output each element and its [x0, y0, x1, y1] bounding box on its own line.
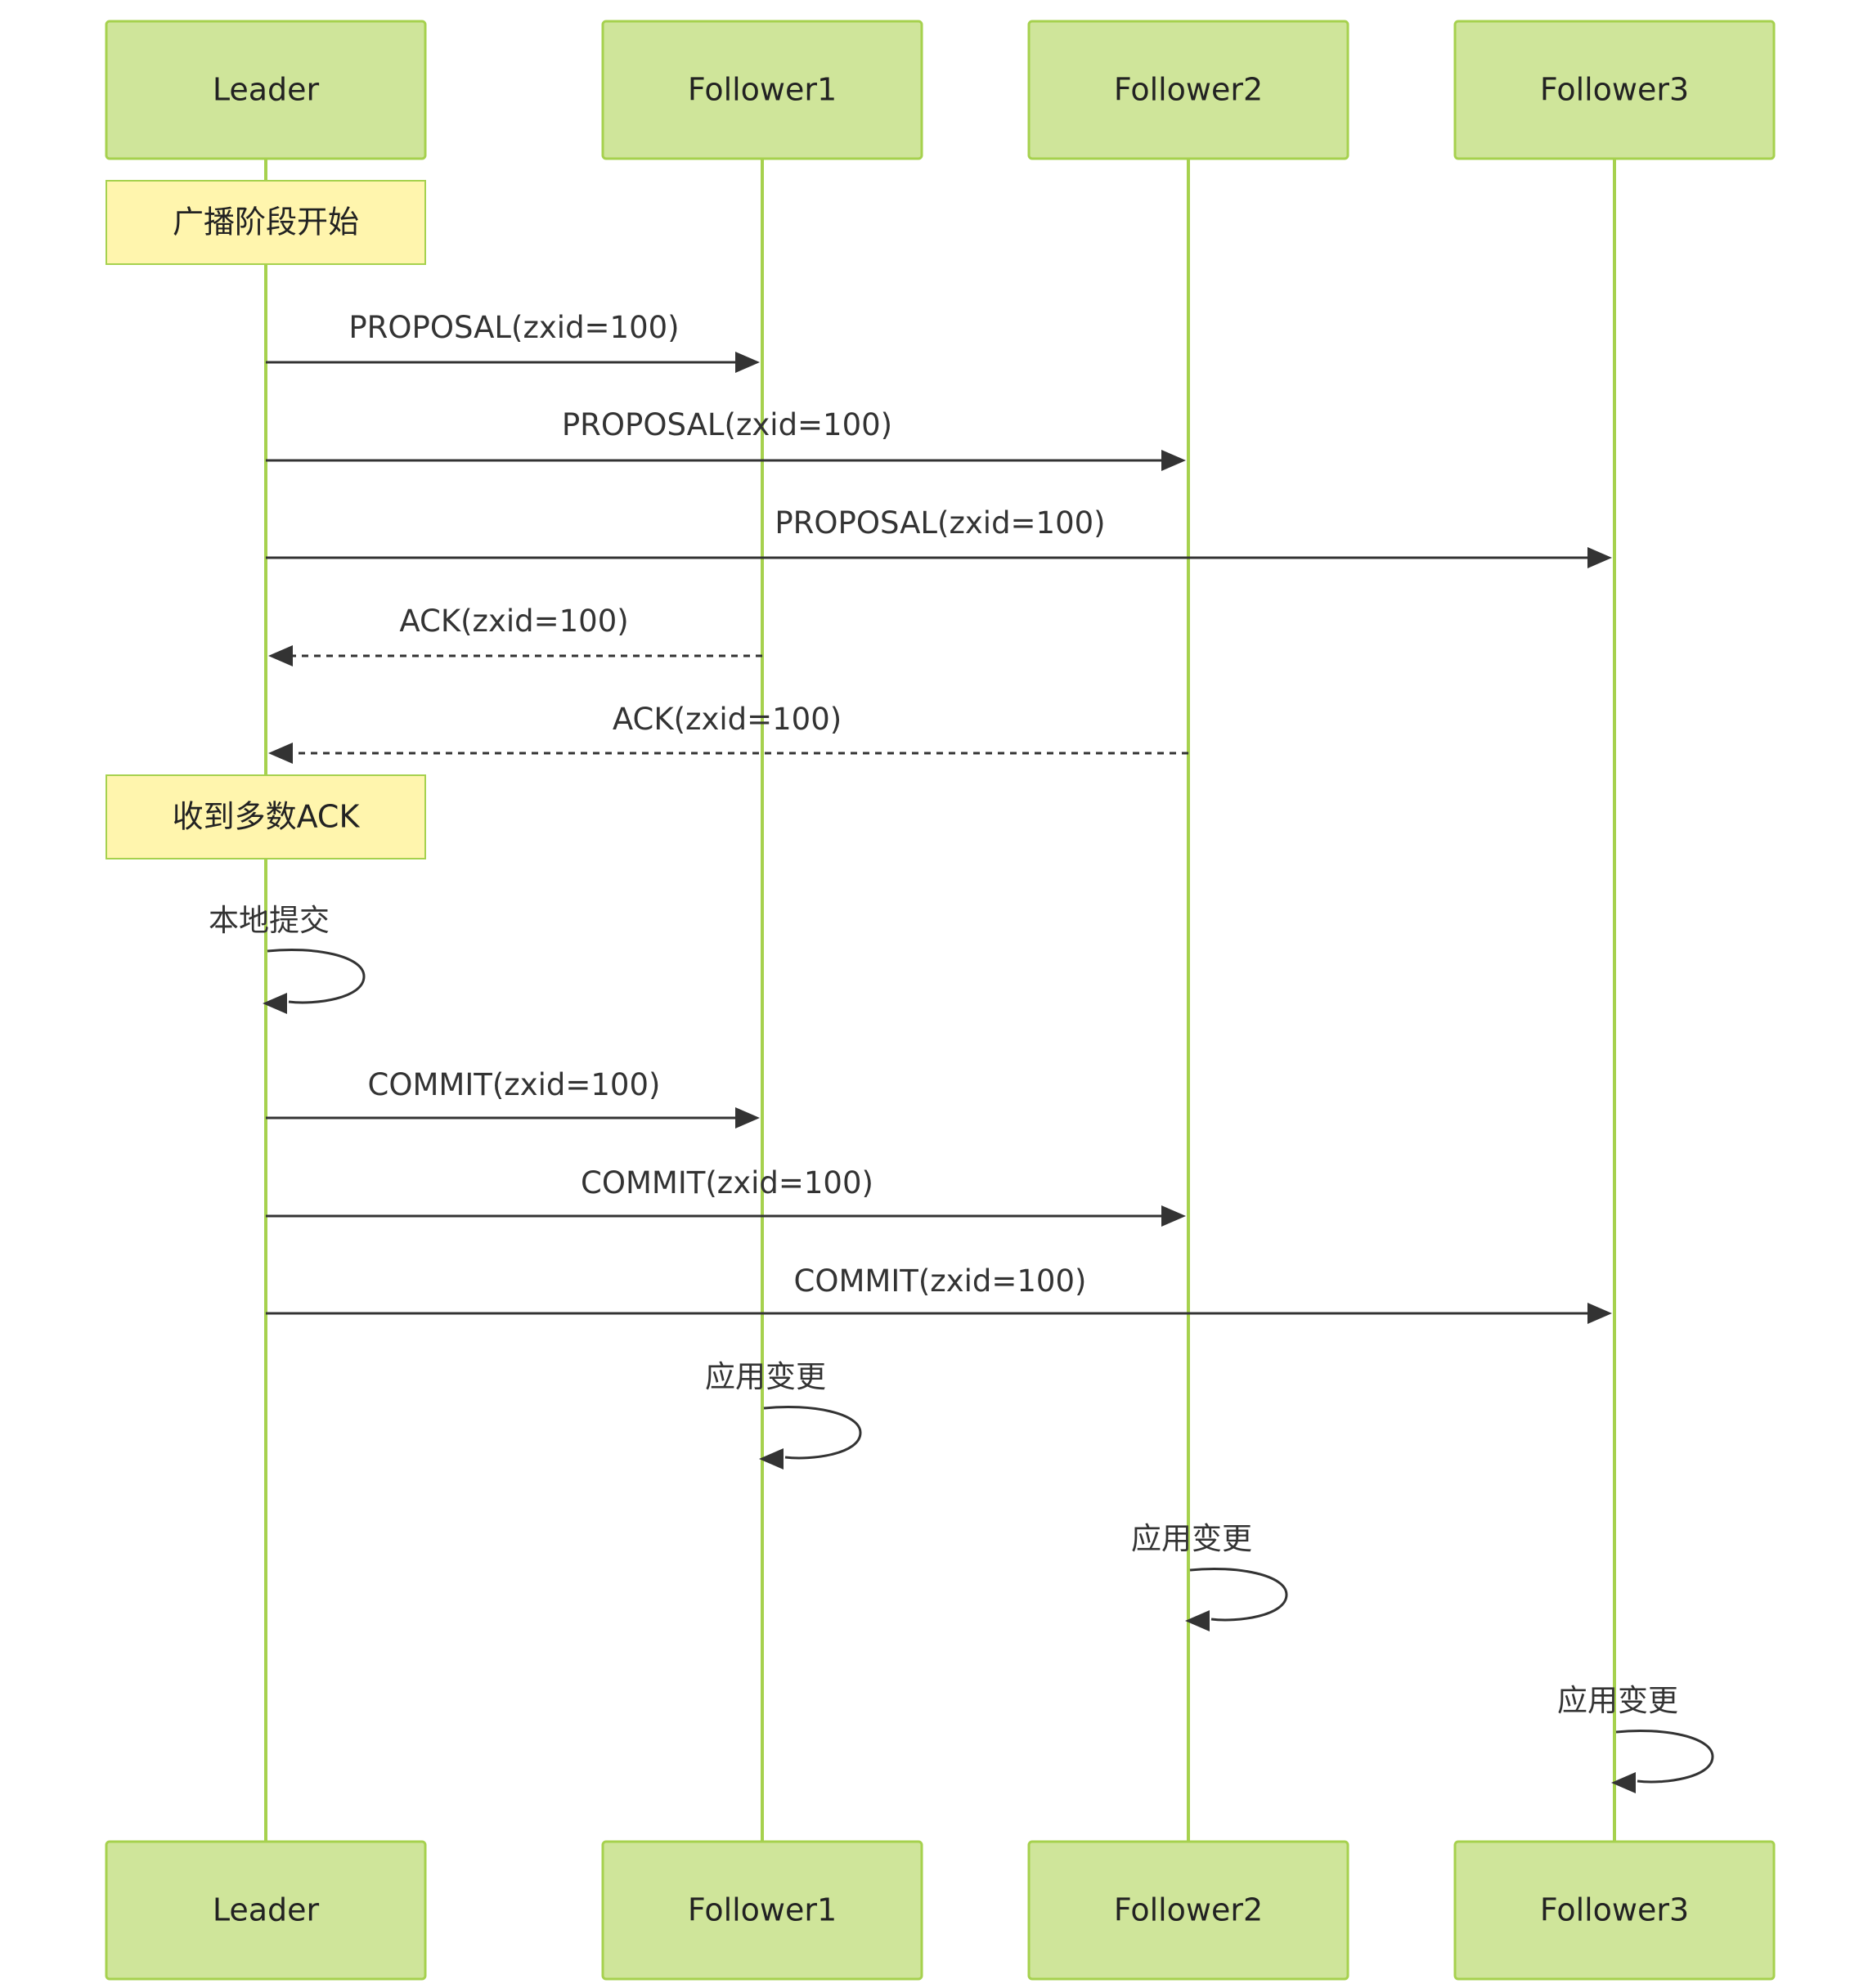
message-arrow: COMMIT(zxid=100): [266, 1067, 760, 1129]
arrowhead: [1161, 1205, 1186, 1227]
arrowhead: [263, 993, 287, 1014]
events: 广播阶段开始 PROPOSAL(zxid=100) PROPOSAL(zxid=10…: [106, 180, 1714, 1793]
actor-follower1-bottom: Follower1: [601, 1840, 923, 1981]
lifelines: [264, 159, 1616, 1842]
message-label: COMMIT(zxid=100): [581, 1165, 873, 1200]
message-arrow: ACK(zxid=100): [268, 702, 1188, 764]
arrowhead: [735, 1107, 760, 1129]
message-label: PROPOSAL(zxid=100): [775, 505, 1105, 541]
actor-label: Follower3: [1540, 1892, 1689, 1928]
actor-follower2-top: Follower2: [1027, 20, 1349, 160]
self-message-label: 应用变更: [705, 1359, 826, 1394]
message-arrow: COMMIT(zxid=100): [266, 1263, 1612, 1324]
arrowhead: [759, 1448, 784, 1470]
actor-leader-bottom: Leader: [105, 1840, 427, 1981]
arrowhead: [735, 352, 760, 373]
self-loop-line: [1615, 1729, 1714, 1784]
message-label: ACK(zxid=100): [613, 702, 842, 737]
arrowhead: [1611, 1772, 1636, 1793]
actor-box: [105, 20, 427, 160]
note-box: [106, 180, 426, 265]
message-label: PROPOSAL(zxid=100): [348, 310, 679, 345]
message-arrow: PROPOSAL(zxid=100): [266, 310, 760, 373]
self-message: 应用变更: [705, 1359, 862, 1470]
self-message-label: 应用变更: [1131, 1521, 1252, 1556]
actor-label: Follower1: [688, 1892, 837, 1928]
actor-box: [105, 1840, 427, 1981]
self-message-label: 应用变更: [1557, 1683, 1678, 1718]
actors-top: Leader Follower1 Follower2 Follower3: [105, 20, 1776, 160]
arrowhead: [1161, 450, 1186, 471]
actor-follower3-top: Follower3: [1453, 20, 1776, 160]
actor-label: Follower1: [688, 72, 837, 108]
arrowhead: [268, 645, 293, 666]
note: 广播阶段开始: [106, 180, 426, 265]
arrowhead: [1587, 547, 1612, 568]
actor-label: Leader: [213, 72, 320, 108]
self-message: 应用变更: [1557, 1683, 1714, 1793]
actor-follower2-bottom: Follower2: [1027, 1840, 1349, 1981]
message-arrow: COMMIT(zxid=100): [266, 1165, 1186, 1227]
actor-box: [1453, 1840, 1776, 1981]
arrowhead: [1587, 1303, 1612, 1324]
note-text: 广播阶段开始: [173, 204, 359, 240]
self-message: 本地提交: [209, 903, 366, 1014]
message-label: COMMIT(zxid=100): [368, 1067, 661, 1102]
note: 收到多数ACK: [106, 774, 426, 859]
self-loop-line: [1189, 1567, 1288, 1622]
self-message-label: 本地提交: [209, 903, 330, 938]
actor-label: Leader: [213, 1892, 320, 1928]
message-label: PROPOSAL(zxid=100): [562, 407, 892, 442]
self-message: 应用变更: [1131, 1521, 1288, 1631]
note-box: [106, 774, 426, 859]
message-label: ACK(zxid=100): [399, 604, 628, 639]
actors-bottom: Leader Follower1 Follower2 Follower3: [105, 1840, 1776, 1981]
actor-box: [1027, 1840, 1349, 1981]
actor-box: [601, 20, 923, 160]
message-arrow: PROPOSAL(zxid=100): [266, 407, 1186, 471]
self-loop-line: [267, 948, 366, 1004]
actor-follower3-bottom: Follower3: [1453, 1840, 1776, 1981]
self-loop-line: [763, 1405, 862, 1460]
arrowhead: [268, 743, 293, 764]
actor-follower1-top: Follower1: [601, 20, 923, 160]
arrowhead: [1185, 1610, 1210, 1631]
note-text: 收到多数ACK: [173, 799, 361, 835]
actor-box: [1453, 20, 1776, 160]
message-label: COMMIT(zxid=100): [794, 1263, 1087, 1299]
actor-label: Follower2: [1114, 72, 1263, 108]
message-arrow: PROPOSAL(zxid=100): [266, 505, 1612, 568]
actor-label: Follower2: [1114, 1892, 1263, 1928]
actor-box: [601, 1840, 923, 1981]
actor-box: [1027, 20, 1349, 160]
actor-label: Follower3: [1540, 72, 1689, 108]
message-arrow: ACK(zxid=100): [268, 604, 762, 666]
actor-leader-top: Leader: [105, 20, 427, 160]
